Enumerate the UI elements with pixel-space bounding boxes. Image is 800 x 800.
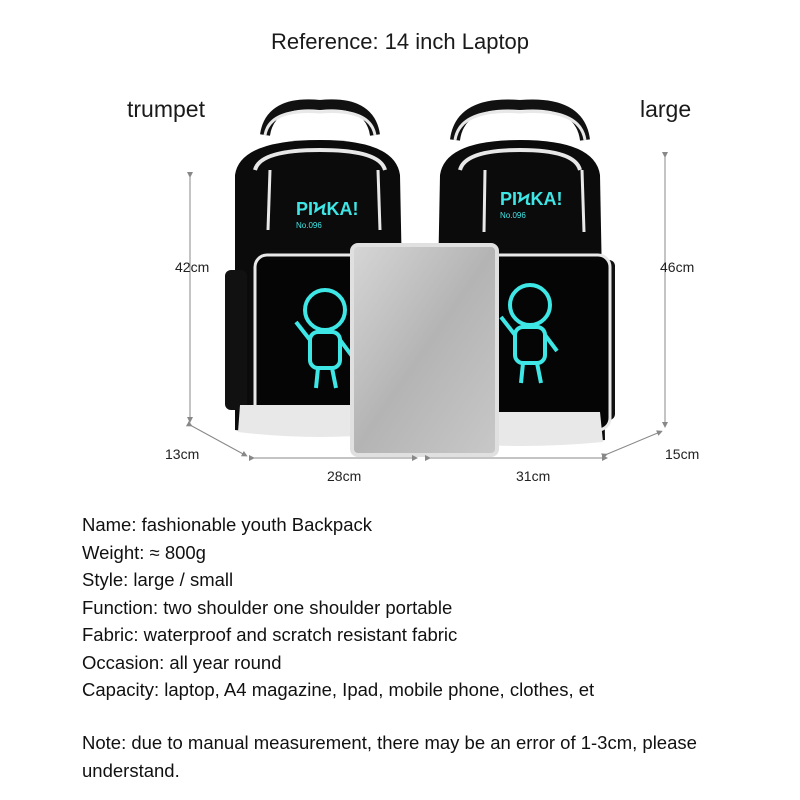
small-depth-dimension: 13cm (165, 446, 200, 462)
large-depth-dimension: 15cm (665, 446, 700, 462)
spec-capacity: Capacity: laptop, A4 magazine, Ipad, mob… (82, 679, 595, 700)
spec-list: Name: fashionable youth Backpack Weight:… (82, 511, 762, 704)
small-backpack-brand-print: PIϞKA! (296, 199, 359, 219)
large-backpack-brand-print: PIϞKA! (500, 189, 563, 209)
large-width-dimension: 31cm (516, 468, 551, 484)
spec-name: Name: fashionable youth Backpack (82, 514, 373, 535)
large-size-label: large (640, 96, 692, 122)
spec-function: Function: two shoulder one shoulder port… (82, 596, 453, 618)
large-height-dimension: 46cm (660, 259, 695, 275)
measurement-note: Note: due to manual measurement, there m… (82, 732, 697, 781)
spec-weight: Weight: ≈ 800g (82, 541, 206, 563)
laptop-reference (350, 243, 499, 457)
dimension-lines (185, 152, 668, 461)
small-height-dimension: 42cm (175, 259, 210, 275)
page-title: Reference: 14 inch Laptop (270, 29, 530, 54)
large-backpack-model-print: No.096 (500, 211, 526, 220)
spec-fabric: Fabric: waterproof and scratch resistant… (82, 624, 458, 645)
spec-occasion: Occasion: all year round (82, 651, 282, 673)
small-size-label: trumpet (127, 96, 205, 122)
spec-style: Style: large / small (82, 569, 234, 590)
small-backpack-model-print: No.096 (296, 221, 322, 230)
small-width-dimension: 28cm (327, 468, 362, 484)
backpack-size-illustration: PIϞKA! No.096 PIϞKA! No.096 (185, 99, 668, 461)
